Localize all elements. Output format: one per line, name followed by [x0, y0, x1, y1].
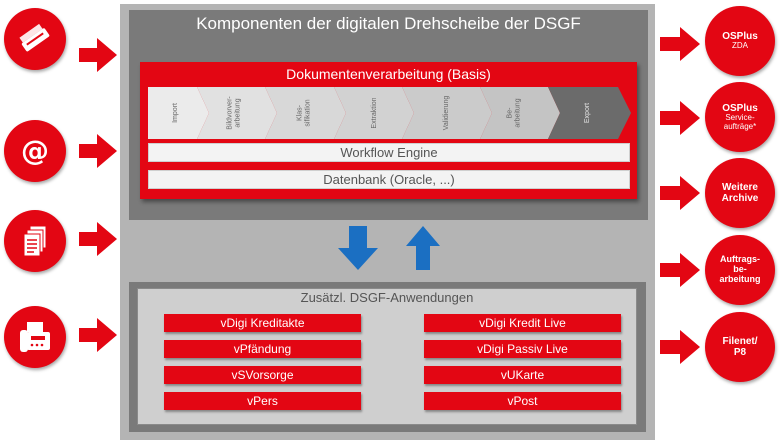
app-right-1: vDigi Passiv Live	[424, 340, 621, 358]
step-label-extraktion: Extraktion	[370, 97, 378, 129]
step-label-export: Export	[583, 102, 591, 124]
input-arrow-2	[79, 134, 117, 168]
arrow-down-icon	[338, 226, 378, 270]
fax-icon	[20, 322, 50, 352]
step-import	[148, 87, 209, 139]
step-validierung	[402, 87, 492, 139]
basis-title: Dokumentenverarbeitung (Basis)	[286, 66, 491, 82]
output-arrow-3	[660, 176, 700, 210]
fax-input-circle	[4, 306, 66, 368]
output-filenet-p8: Filenet/ P8	[705, 312, 775, 382]
output-osplus-serviceauftraege: OSPlus Service- aufträge*	[705, 82, 775, 152]
step-label-import: Import	[171, 103, 179, 123]
step-extraktion	[334, 87, 414, 139]
process-chain	[148, 87, 631, 139]
apps-title: Zusätzl. DSGF-Anwendungen	[300, 290, 474, 305]
step-label-bildvorverarbeitung: Bildvorver- arbeitung	[226, 96, 242, 130]
input-arrow-1	[79, 38, 117, 72]
output-label: OSPlus	[722, 31, 758, 43]
output-sublabel: Service- aufträge*	[723, 112, 757, 131]
app-left-3: vPers	[164, 392, 361, 410]
arrow-up-icon	[406, 226, 440, 270]
output-arrow-5	[660, 330, 700, 364]
output-osplus-zda: OSPlus ZDA	[705, 6, 775, 76]
output-label: Filenet/ P8	[722, 336, 758, 358]
app-left-1: vPfändung	[164, 340, 361, 358]
output-label: OSPlus	[722, 102, 758, 114]
step-bearbeitung	[480, 87, 560, 139]
email-input-circle: @	[4, 120, 66, 182]
app-right-3: vPost	[424, 392, 621, 410]
step-label-klassifikation: Klas- sifikation	[296, 99, 312, 127]
step-bildvorverarbeitung	[197, 87, 277, 139]
scanner-input-circle	[4, 8, 66, 70]
workflow-engine-bar: Workflow Engine	[148, 143, 630, 162]
database-bar: Datenbank (Oracle, ...)	[148, 170, 630, 189]
step-label-bearbeitung: Be- arbeitung	[506, 98, 522, 128]
documents-icon	[23, 225, 47, 257]
email-icon: @	[21, 134, 49, 167]
output-weitere-archive: Weitere Archive	[705, 158, 775, 228]
app-right-0: vDigi Kredit Live	[424, 314, 621, 332]
app-left-0: vDigi Kreditakte	[164, 314, 361, 332]
main-title: Komponenten der digitalen Drehscheibe de…	[196, 14, 581, 33]
documents-input-circle	[4, 210, 66, 272]
input-arrow-4	[79, 318, 117, 352]
output-auftragsbearbeitung: Auftrags- be- arbeitung	[705, 235, 775, 305]
step-klassifikation	[265, 87, 346, 139]
output-arrow-2	[660, 101, 700, 135]
svg-text:@: @	[21, 134, 49, 167]
output-sublabel: ZDA	[732, 41, 748, 51]
step-export	[548, 87, 631, 139]
app-left-2: vSVorsorge	[164, 366, 361, 384]
output-arrow-1	[660, 27, 700, 61]
output-label: Auftrags- be- arbeitung	[719, 254, 761, 284]
step-label-validierung: Validierung	[442, 95, 450, 131]
input-arrow-3	[79, 222, 117, 256]
output-arrow-4	[660, 253, 700, 287]
scanner-icon	[19, 23, 50, 52]
app-right-2: vUKarte	[424, 366, 621, 384]
output-label: Weitere Archive	[721, 182, 759, 204]
